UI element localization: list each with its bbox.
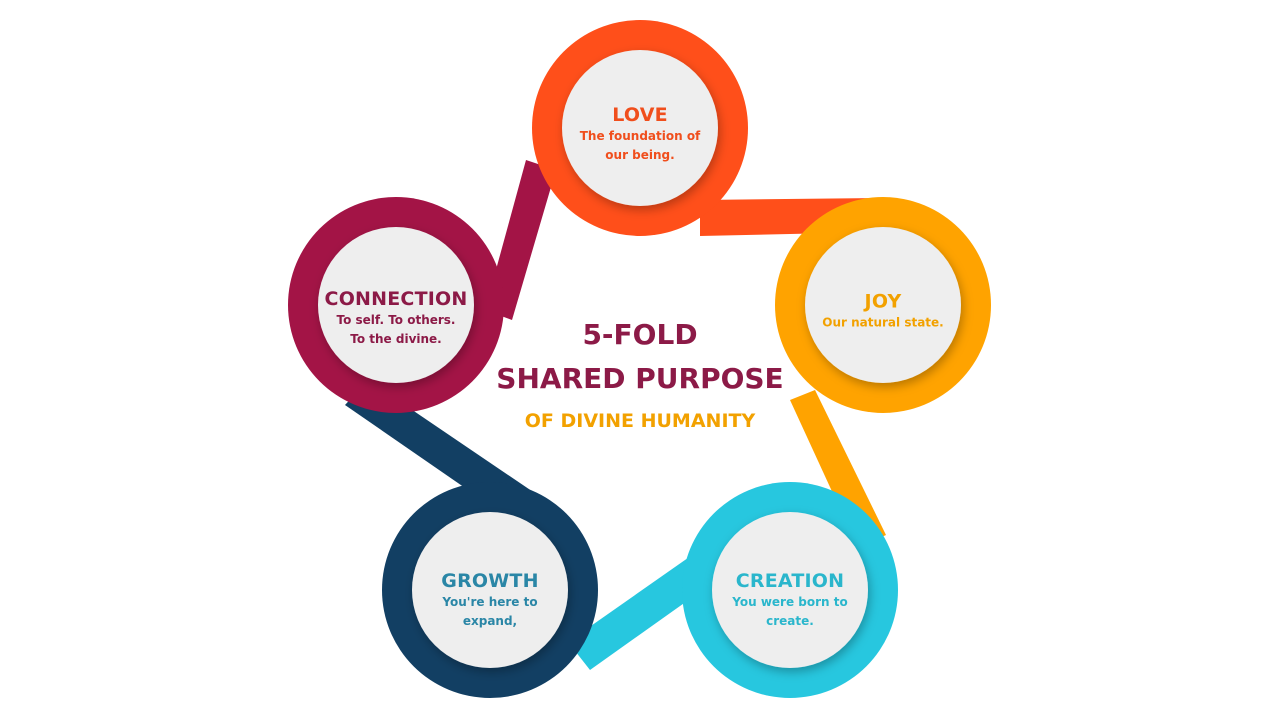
disc-growth <box>412 512 568 668</box>
node-love: LOVE The foundation of our being. <box>560 103 720 165</box>
band-joy-to-creation <box>790 390 886 548</box>
center-title-line2: SHARED PURPOSE <box>496 362 784 395</box>
node-growth: GROWTH You're here to expand, <box>410 569 570 631</box>
node-title-creation: CREATION <box>735 570 845 592</box>
node-title-growth: GROWTH <box>441 570 539 592</box>
center-subtitle: OF DIVINE HUMANITY <box>524 410 756 432</box>
node-text-growth: You're here to expand, <box>442 595 538 628</box>
center-title-line1: 5-FOLD <box>582 318 698 351</box>
node-title-joy: JOY <box>864 290 902 313</box>
disc-connection <box>318 227 474 383</box>
node-text-connection: To self. To others. To the divine. <box>336 313 456 346</box>
node-text-joy: Our natural state. <box>822 315 944 330</box>
node-text-love: The foundation of our being. <box>579 129 701 162</box>
band-connection-to-love <box>485 160 556 320</box>
disc-love <box>562 50 718 206</box>
node-title-connection: CONNECTION <box>324 288 468 310</box>
node-joy: JOY Our natural state. <box>803 290 963 333</box>
disc-creation <box>712 512 868 668</box>
node-connection: CONNECTION To self. To others. To the di… <box>316 287 476 349</box>
node-creation: CREATION You were born to create. <box>710 569 870 631</box>
node-title-love: LOVE <box>612 104 668 126</box>
disc-joy <box>805 227 961 383</box>
node-text-creation: You were born to create. <box>732 595 848 628</box>
